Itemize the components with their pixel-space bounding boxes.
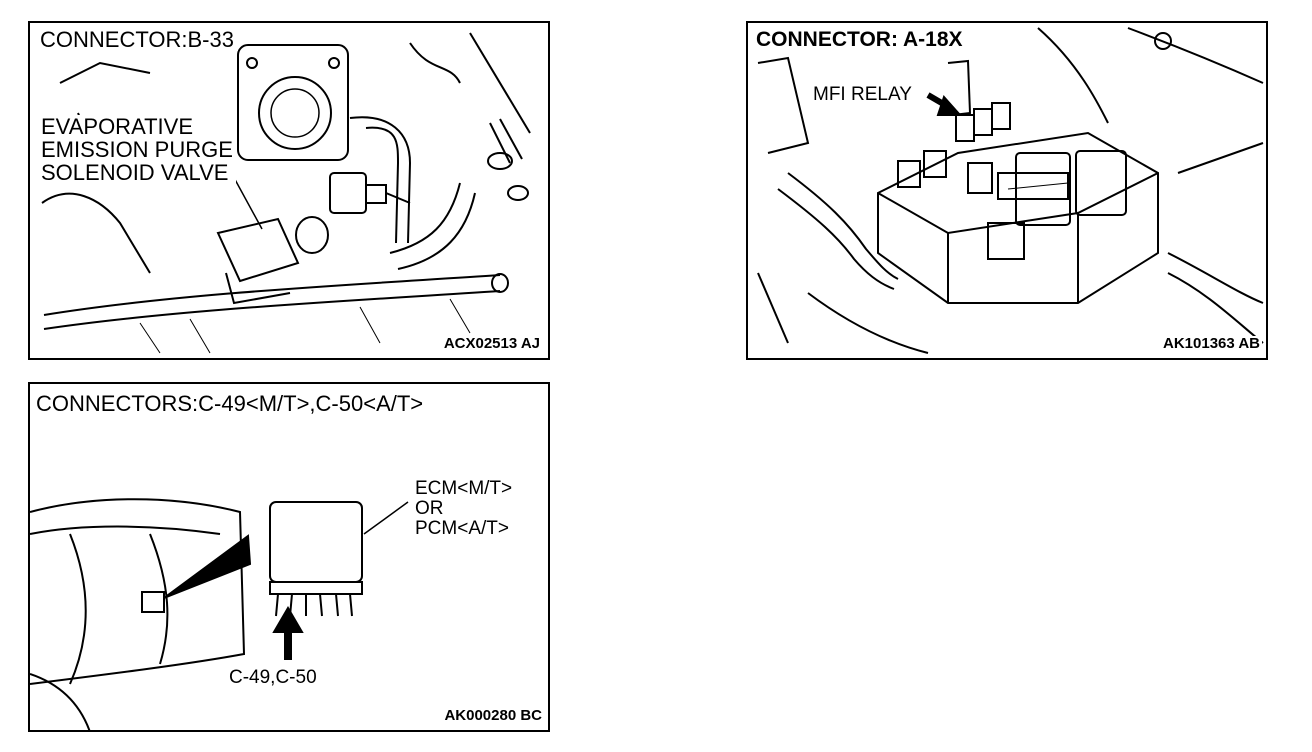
component-label-line: PCM<A/T> [415, 517, 509, 539]
relay-box-illustration [757, 27, 1264, 354]
component-label-line: OR [415, 497, 444, 519]
component-label-line: ECM<M/T> [415, 478, 513, 499]
panel-connector-a18x: CONNECTOR: A-18X MFI RELAY AK101363 AB [746, 21, 1268, 360]
figure-code: AK101363 AB [1161, 335, 1262, 353]
engine-bay-illustration [41, 32, 531, 354]
component-label-line: SOLENOID VALVE [41, 160, 229, 186]
panel-title: CONNECTOR:B-33 [36, 28, 238, 51]
component-label-line: EVAPORATIVE [41, 114, 194, 139]
component-label: EVAPORATIVE EMISSION PURGE SOLENOID VALV… [38, 115, 236, 184]
figure-code: AK000280 BC [442, 707, 544, 725]
component-label: MFI RELAY [810, 85, 915, 105]
panel-connector-c49-c50: CONNECTORS:C-49<M/T>,C-50<A/T> ECM<M/T> … [28, 382, 550, 732]
panel-title: CONNECTORS:C-49<M/T>,C-50<A/T> [32, 392, 428, 415]
connector-label: C-49,C-50 [226, 668, 320, 688]
component-label: ECM<M/T> OR PCM<A/T> [412, 478, 516, 539]
dashboard-ecm-illustration [30, 498, 409, 730]
panel-connector-b33: CONNECTOR:B-33 EVAPORATIVE EMISSION PURG… [28, 21, 550, 360]
panel-title: CONNECTOR: A-18X [752, 28, 967, 52]
figure-code: ACX02513 AJ [441, 335, 542, 353]
component-label-line: EMISSION PURGE [41, 137, 233, 163]
